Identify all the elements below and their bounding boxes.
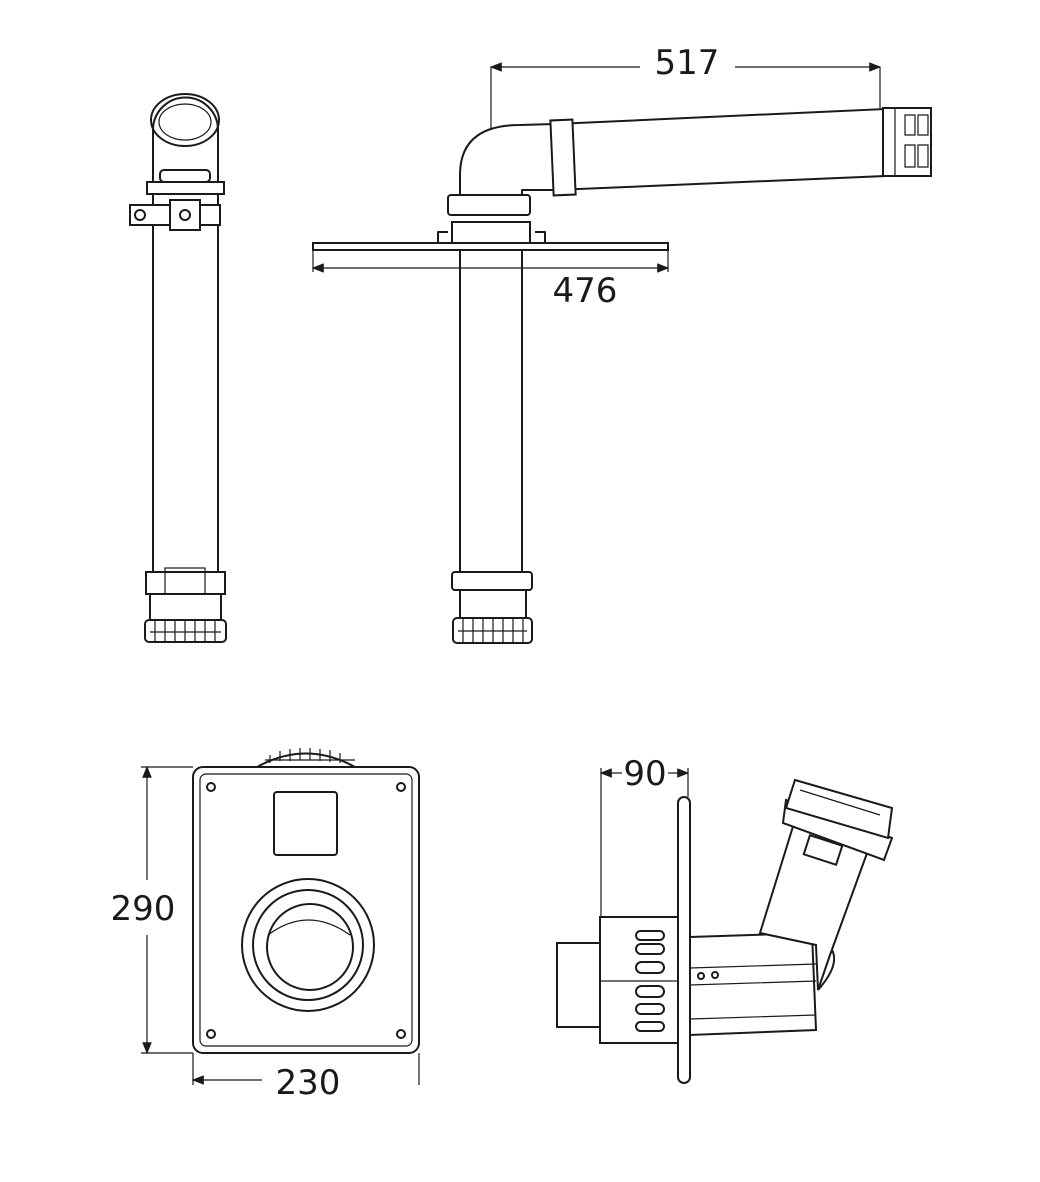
dimension-230-label: 230 bbox=[276, 1063, 341, 1103]
side-view: 517 476 bbox=[311, 43, 932, 644]
dimension-90-label: 90 bbox=[623, 754, 666, 794]
dimension-290-label: 290 bbox=[111, 889, 176, 929]
terminal-side-view: 90 bbox=[556, 754, 894, 1084]
wall-plate-front-view: 290 230 bbox=[111, 748, 420, 1103]
dimension-476-label: 476 bbox=[553, 271, 618, 311]
front-view bbox=[129, 93, 227, 643]
dimension-517-label: 517 bbox=[655, 43, 720, 83]
